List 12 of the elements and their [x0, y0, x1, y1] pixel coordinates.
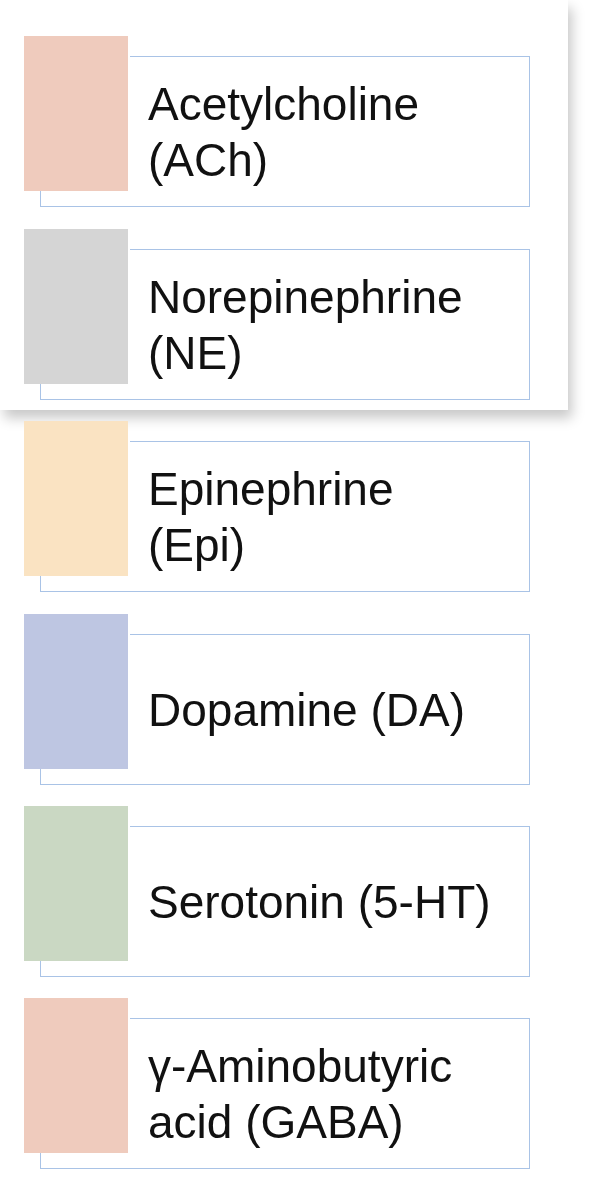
- list-item-box: [130, 56, 530, 207]
- item-label: Dopamine (DA): [148, 682, 465, 738]
- list-item-box: [130, 634, 530, 785]
- item-label: Serotonin (5-HT): [148, 874, 491, 930]
- item-label: Epinephrine (Epi): [148, 461, 395, 573]
- item-label: γ-Aminobutyric acid (GABA): [148, 1038, 454, 1150]
- list-item-box: [130, 249, 530, 400]
- list-item-box: [130, 1018, 530, 1169]
- list-item-box: [130, 826, 530, 977]
- item-label: Norepinephrine (NE): [148, 269, 464, 381]
- item-label: Acetylcholine (ACh): [148, 76, 421, 188]
- list-item-box: [130, 441, 530, 592]
